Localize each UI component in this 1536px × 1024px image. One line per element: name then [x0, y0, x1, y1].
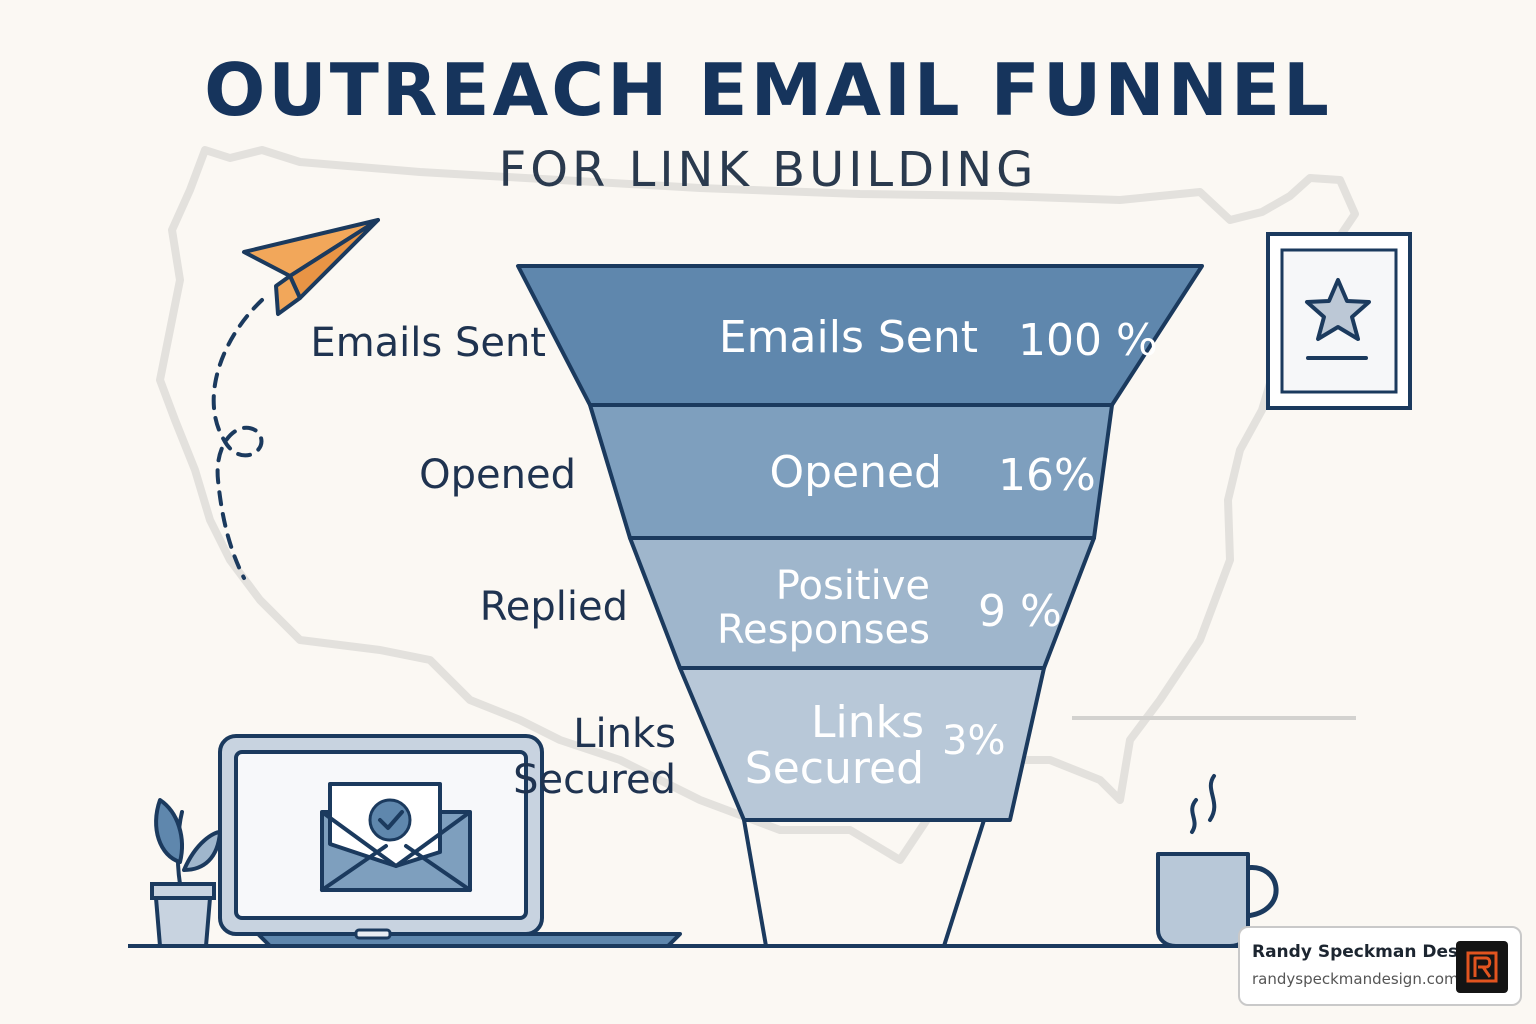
funnel-spout-left [742, 819, 768, 947]
brand-badge[interactable]: Randy Speckman Design randyspeckmandesig… [1238, 926, 1522, 1006]
brand-name: Randy Speckman Design [1252, 942, 1489, 962]
paper-plane-icon [242, 218, 380, 316]
coffee-mug-icon [1156, 774, 1279, 948]
stage-value-positive-responses: 9 % [978, 586, 1062, 637]
stage-label-emails-sent: Emails Sent [718, 312, 978, 363]
stage-label-links-secured: Links Secured [744, 697, 924, 794]
stage-value-opened: 16% [998, 450, 1096, 501]
potted-plant-icon [150, 798, 222, 948]
side-label-opened: Opened [419, 452, 576, 498]
stage-value-links-secured: 3% [942, 718, 1006, 764]
stage-value-emails-sent: 100 % [1018, 315, 1158, 366]
plane-flight-path [211, 298, 264, 580]
page-subtitle: FOR LINK BUILDING [498, 142, 1038, 198]
funnel-stage-links-secured [678, 666, 1046, 822]
funnel-spout-right [942, 819, 986, 947]
brand-logo-icon [1456, 941, 1508, 993]
side-label-replied: Replied [479, 584, 628, 630]
framed-star-icon [1266, 232, 1412, 410]
side-label-links-secured: Links Secured [513, 711, 676, 803]
page-title: OUTREACH EMAIL FUNNEL [204, 48, 1332, 132]
stage-label-opened: Opened [769, 447, 942, 498]
side-label-emails-sent: Emails Sent [310, 320, 546, 366]
background-map-outline [156, 146, 1359, 864]
funnel [516, 264, 1204, 947]
envelope-check-icon [320, 782, 472, 892]
brand-url[interactable]: randyspeckmandesign.com [1252, 970, 1459, 988]
stage-label-positive-responses: Positive Responses [717, 563, 930, 653]
